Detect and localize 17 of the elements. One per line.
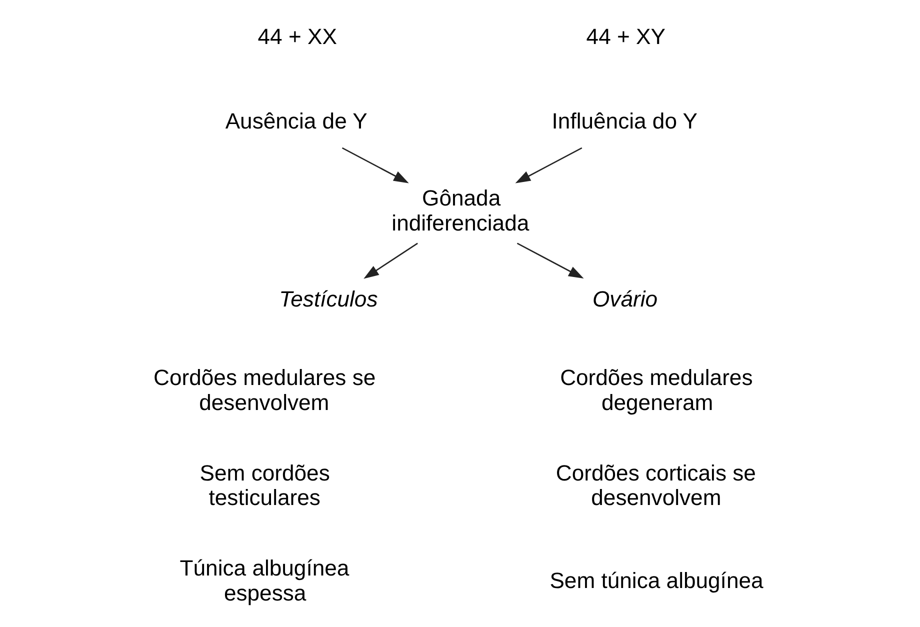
label: 44 + XX [258, 24, 337, 50]
arrow [342, 147, 409, 184]
arrow [364, 242, 418, 279]
label: 44 + XY [586, 24, 666, 50]
node-text: Ausência de Y [225, 108, 368, 134]
node-text: Influência do Y [552, 108, 698, 134]
label: Sem túnica albugínea [550, 568, 764, 593]
label: Cordões medulares se desenvolvem [154, 365, 376, 415]
node-text: Gônada indiferenciada [392, 186, 530, 236]
arrow [516, 242, 584, 279]
label: Túnica albugínea espessa [180, 555, 350, 606]
node-text: Testículos [279, 286, 378, 312]
label: Sem cordões testiculares [200, 460, 330, 510]
arrow [515, 147, 582, 184]
label: Cordões medulares degeneram [560, 365, 753, 415]
node-text: Ovário [592, 286, 658, 312]
label: Cordões corticais se desenvolvem [556, 460, 756, 510]
